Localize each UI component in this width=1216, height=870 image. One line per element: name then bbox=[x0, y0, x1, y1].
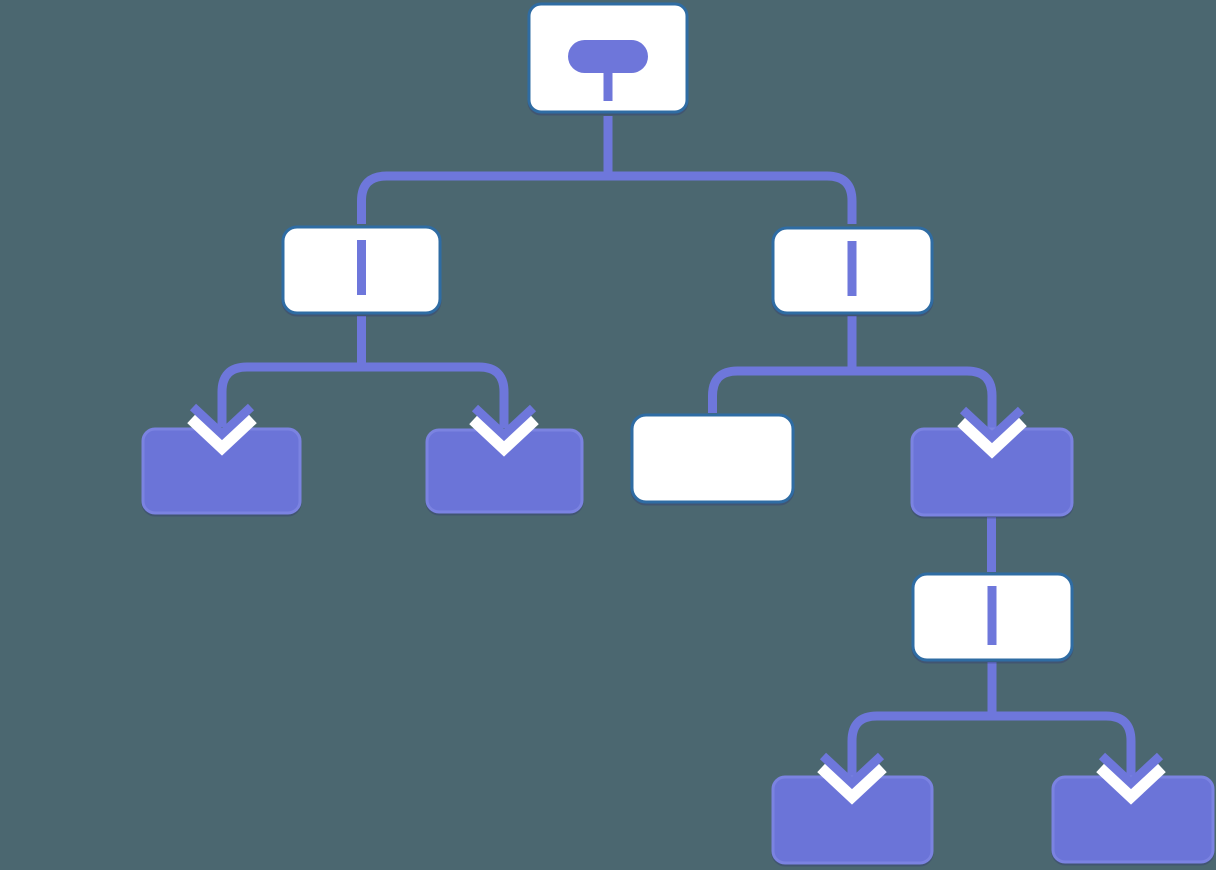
chevron-arrow-icon bbox=[469, 404, 539, 457]
chevron-arrow-icon bbox=[957, 406, 1027, 459]
pill-shape bbox=[568, 40, 648, 73]
edge-right-branch-bar bbox=[708, 366, 997, 430]
chevron-inner-purple bbox=[1098, 752, 1164, 790]
chevron-inner-purple bbox=[959, 406, 1025, 444]
chevron-inner-purple bbox=[819, 752, 885, 790]
chevron-arrow-icon bbox=[187, 403, 257, 456]
chevron-outline-white bbox=[187, 412, 257, 456]
chevron-outline-white bbox=[469, 413, 539, 457]
chevron-arrow-icon bbox=[1096, 752, 1166, 805]
chevron-outline-white bbox=[1096, 761, 1166, 805]
edge-top-branch-bar bbox=[357, 171, 857, 224]
chevron-inner-purple bbox=[471, 404, 537, 442]
node-child-right-purple[interactable] bbox=[910, 427, 1074, 517]
chevron-outline-white bbox=[957, 415, 1027, 459]
pill-stem bbox=[603, 70, 613, 101]
chevron-outline-white bbox=[817, 761, 887, 805]
node-child-right-white[interactable] bbox=[630, 413, 795, 504]
chevron-arrow-icon bbox=[817, 752, 887, 805]
root-node-pill-icon bbox=[568, 40, 648, 101]
edge-left-branch-bar bbox=[217, 362, 509, 428]
edge-bottom-branch-bar bbox=[847, 711, 1136, 776]
chevron-inner-purple bbox=[189, 403, 255, 441]
